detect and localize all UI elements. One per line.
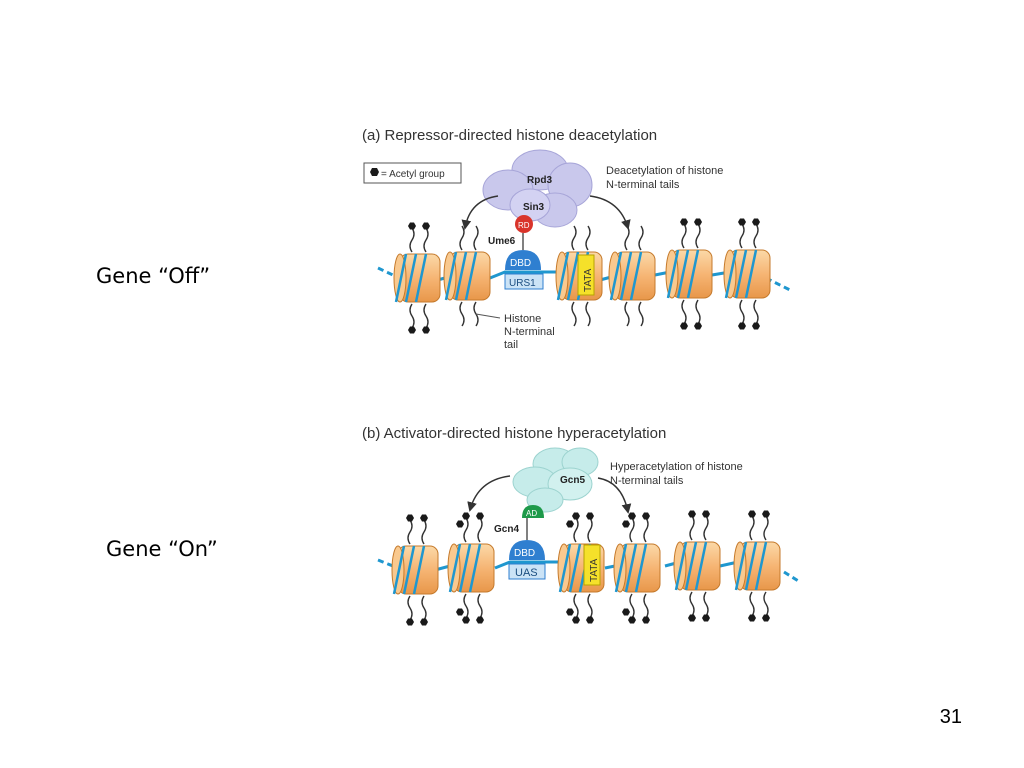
nucleosome-row-b (391, 510, 781, 626)
acetyl-group-icon (680, 322, 688, 330)
acetyl-group-icon (408, 222, 416, 230)
acetyl-group-icon (748, 614, 756, 622)
gcn5-label: Gcn5 (560, 475, 585, 486)
dbd-label-b: DBD (514, 548, 535, 559)
uas-label: UAS (515, 567, 538, 579)
svg-text:TATA: TATA (583, 268, 594, 292)
acetyl-group-icon (762, 614, 770, 622)
dna-strand-b (377, 558, 801, 584)
gene-on-label: Gene “On” (106, 537, 218, 561)
gene-off-label: Gene “Off” (96, 264, 211, 288)
acetyl-group-icon (370, 168, 379, 176)
ume6-label: Ume6 (488, 236, 516, 247)
hyper-text-2: N-terminal tails (610, 475, 684, 487)
acetyl-group-icon (702, 510, 710, 518)
urs1-label: URS1 (509, 278, 536, 289)
acetyl-group-icon (738, 218, 746, 226)
acetyl-group-icon (476, 616, 484, 624)
histone-tail-text-1: Histone (504, 313, 541, 325)
sin3-label: Sin3 (523, 202, 545, 213)
histone-tail-text-3: tail (504, 339, 518, 351)
acetyl-group-icon (642, 512, 650, 520)
rd-label: RD (518, 221, 530, 230)
svg-text:TATA: TATA (589, 558, 600, 582)
acetyl-group-icon (586, 512, 594, 520)
acetyl-group-icon (628, 616, 636, 624)
gcn5-complex: Gcn5 (512, 447, 599, 513)
panel-b-title: (b) Activator-directed histone hyperacet… (362, 425, 666, 442)
urs1-box (504, 273, 544, 290)
dbd-domain-b (509, 540, 545, 560)
acetyl-group-icon (622, 608, 630, 616)
acetyl-group-icon (422, 326, 430, 334)
rpd3-sin3-complex: Rpd3 Sin3 (482, 149, 593, 228)
acetyl-legend: = Acetyl group (363, 162, 462, 184)
gcn4-label: Gcn4 (494, 524, 519, 535)
histone-tail-text-2: N-terminal (504, 326, 555, 338)
acetyl-group-icon (572, 616, 580, 624)
acetyl-group-icon (688, 510, 696, 518)
acetyl-group-icon (572, 512, 580, 520)
acetyl-group-icon (462, 616, 470, 624)
ad-domain (522, 505, 544, 518)
nucleosome (443, 225, 491, 327)
acetyl-group-icon (702, 614, 710, 622)
acetyl-group-icon (628, 512, 636, 520)
acetyl-group-icon (688, 614, 696, 622)
acetyl-group-icon (476, 512, 484, 520)
deacetylation-arrow-right (589, 195, 631, 230)
acetyl-group-icon (420, 514, 428, 522)
uas-box (508, 563, 546, 580)
dbd-label-a: DBD (510, 258, 531, 269)
deacetylation-text-2: N-terminal tails (606, 179, 680, 191)
nucleosome (665, 218, 713, 330)
dbd-domain-a (505, 250, 541, 270)
hyperacetylation-arrow-right (597, 477, 632, 514)
acetyl-group-icon (762, 510, 770, 518)
acetyl-group-icon (694, 218, 702, 226)
acetyl-group-icon (420, 618, 428, 626)
nucleosome (391, 514, 439, 626)
acetyl-group-icon (408, 326, 416, 334)
acetyl-group-icon (566, 520, 574, 528)
rpd3-label: Rpd3 (527, 175, 552, 186)
panel-b: (b) Activator-directed histone hyperacet… (362, 425, 801, 626)
page-number: 31 (939, 706, 962, 728)
acetyl-group-icon (406, 514, 414, 522)
acetyl-group-icon (748, 510, 756, 518)
acetyl-group-icon (622, 520, 630, 528)
acetyl-group-icon (456, 520, 464, 528)
acetyl-group-icon (738, 322, 746, 330)
nucleosome (723, 218, 771, 330)
nucleosome (613, 512, 661, 624)
nucleosome (393, 222, 441, 334)
acetyl-group-icon (752, 218, 760, 226)
deacetylation-arrow-left (461, 195, 499, 230)
deacetylation-text-1: Deacetylation of histone (606, 165, 723, 177)
acetyl-group-icon (456, 608, 464, 616)
rd-domain (515, 215, 533, 233)
nucleosome (733, 510, 781, 622)
hyper-text-1: Hyperacetylation of histone (610, 461, 743, 473)
tata-box-a: TATA (577, 254, 595, 296)
nucleosome (447, 512, 495, 624)
hyperacetylation-arrow-left (467, 475, 511, 512)
nucleosome (673, 510, 721, 622)
tata-box-b: TATA (583, 544, 601, 586)
panel-a: (a) Repressor-directed histone deacetyla… (362, 127, 791, 351)
acetyl-group-icon (566, 608, 574, 616)
acetyl-group-icon (752, 322, 760, 330)
panel-a-title: (a) Repressor-directed histone deacetyla… (362, 127, 657, 144)
acetyl-group-icon (462, 512, 470, 520)
acetyl-group-icon (694, 322, 702, 330)
nucleosome (608, 225, 656, 327)
acetyl-group-icon (642, 616, 650, 624)
acetyl-group-icon (406, 618, 414, 626)
acetyl-group-icon (586, 616, 594, 624)
acetyl-group-icon (680, 218, 688, 226)
legend-label: = Acetyl group (381, 169, 445, 180)
acetyl-group-icon (422, 222, 430, 230)
ad-label: AD (526, 509, 537, 518)
